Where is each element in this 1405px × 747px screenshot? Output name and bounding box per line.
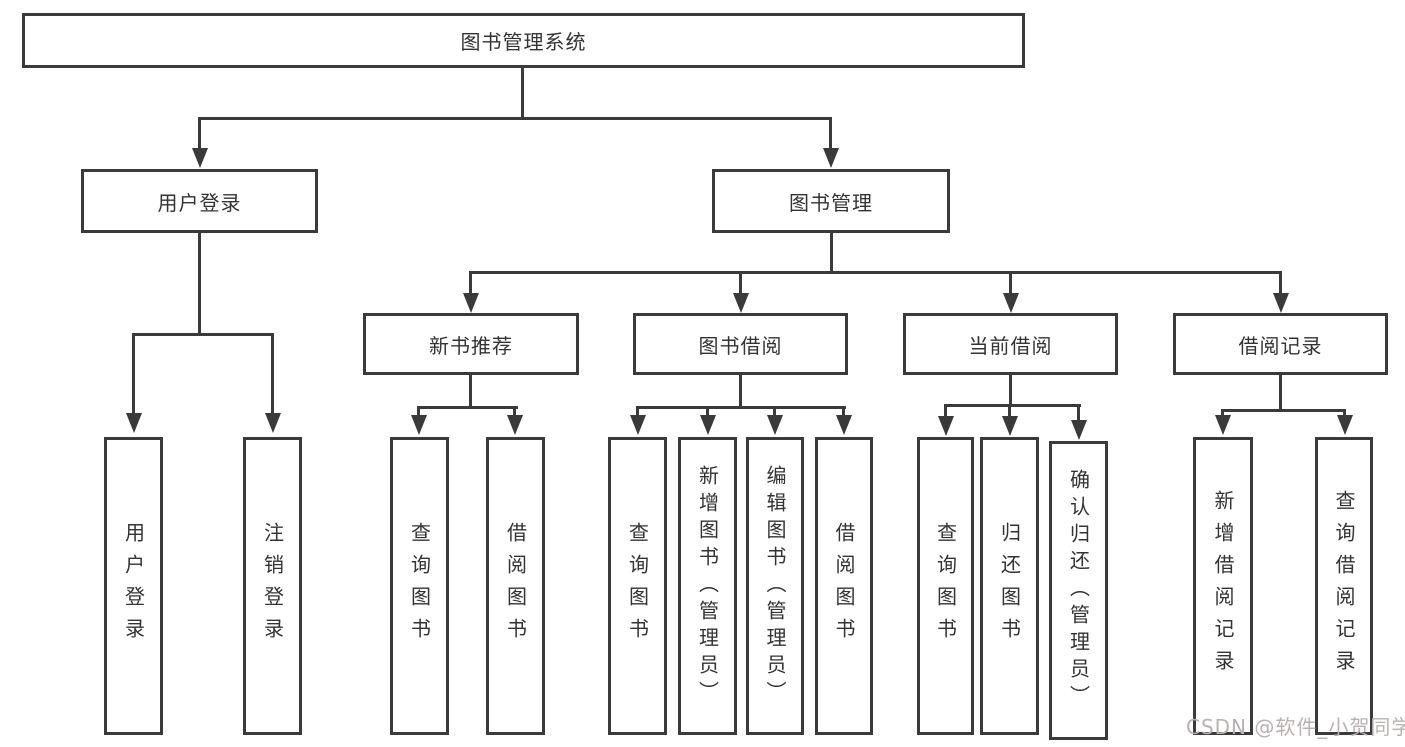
node-user-login: 用户登录 <box>81 169 318 233</box>
arrowhead-icon <box>836 415 852 435</box>
connector-current-bus <box>944 404 1081 407</box>
connector-stub <box>1279 271 1282 295</box>
connector-stub <box>1343 409 1346 418</box>
arrowhead-icon <box>1002 416 1018 436</box>
arrowhead-icon <box>463 293 479 313</box>
connector-stub <box>1008 404 1011 418</box>
node-library-system: 图书管理系统 <box>22 13 1025 68</box>
leaf-confirm-return-admin: 确认归还（管理员） <box>1049 441 1108 740</box>
connector-stub <box>1221 409 1224 418</box>
arrowhead-icon <box>630 415 646 435</box>
connector-stub <box>417 406 420 418</box>
arrowhead-icon <box>507 415 523 435</box>
node-book-borrow: 图书借阅 <box>633 313 848 375</box>
connector-stub <box>739 271 742 295</box>
node-current-borrow: 当前借阅 <box>903 313 1118 375</box>
arrowhead-icon <box>767 415 783 435</box>
arrowhead-icon <box>192 148 208 168</box>
arrowhead-icon <box>1215 415 1231 435</box>
leaf-query-borrow-record: 查询借阅记录 <box>1315 437 1373 735</box>
connector-borrow-bus <box>636 406 846 409</box>
connector-records-bus <box>1221 409 1346 412</box>
leaf-user-login: 用户登录 <box>104 437 163 735</box>
watermark: CSDN @软件_小贺同学 <box>1186 715 1405 739</box>
arrowhead-icon <box>411 415 427 435</box>
leaf-add-borrow-record: 新增借阅记录 <box>1193 437 1253 735</box>
connector-stub <box>706 406 709 418</box>
node-borrow-records: 借阅记录 <box>1173 313 1388 375</box>
connector-book-mgmt-drop <box>830 233 833 274</box>
connector-stub <box>1077 404 1080 421</box>
arrowhead-icon <box>1337 415 1353 435</box>
connector-root-drop <box>521 66 524 119</box>
connector-stub <box>513 406 516 418</box>
connector-stub <box>773 406 776 418</box>
connector-stub <box>1009 271 1012 295</box>
connector-stub <box>829 117 832 150</box>
connector-stub <box>842 406 845 418</box>
connector-book-mgmt-bus <box>469 271 1282 274</box>
connector-recommend-bus <box>417 406 518 409</box>
arrowhead-icon <box>823 148 839 168</box>
arrowhead-icon <box>1003 293 1019 313</box>
arrowhead-icon <box>126 413 142 433</box>
connector-records-drop <box>1279 375 1282 412</box>
arrowhead-icon <box>700 415 716 435</box>
leaf-query-books-1: 查询图书 <box>390 437 449 735</box>
leaf-edit-book-admin: 编辑图书（管理员） <box>746 437 804 735</box>
arrowhead-icon <box>733 293 749 313</box>
arrowhead-icon <box>1071 420 1087 440</box>
connector-stub <box>636 406 639 418</box>
connector-stub <box>132 333 135 415</box>
connector-stub <box>271 333 274 415</box>
arrowhead-icon <box>265 413 281 433</box>
connector-stub <box>944 404 947 418</box>
leaf-return-books: 归还图书 <box>980 437 1039 735</box>
arrowhead-icon <box>938 416 954 436</box>
node-book-management: 图书管理 <box>712 169 950 233</box>
connector-user-login-drop <box>198 233 201 335</box>
connector-borrow-drop <box>739 375 742 409</box>
connector-current-drop <box>1009 375 1012 407</box>
connector-recommend-drop <box>469 375 472 409</box>
arrowhead-icon <box>1273 293 1289 313</box>
connector-stub <box>198 117 201 150</box>
node-new-book-recommend: 新书推荐 <box>363 313 579 375</box>
leaf-borrow-books-2: 借阅图书 <box>815 437 873 735</box>
connector-user-login-bus <box>132 333 274 336</box>
leaf-borrow-books-1: 借阅图书 <box>486 437 545 735</box>
leaf-logout: 注销登录 <box>243 437 302 735</box>
connector-root-bus <box>198 117 832 120</box>
leaf-query-books-2: 查询图书 <box>608 437 667 735</box>
leaf-add-book-admin: 新增图书（管理员） <box>678 437 737 735</box>
leaf-query-books-3: 查询图书 <box>917 437 974 735</box>
connector-stub <box>469 271 472 295</box>
